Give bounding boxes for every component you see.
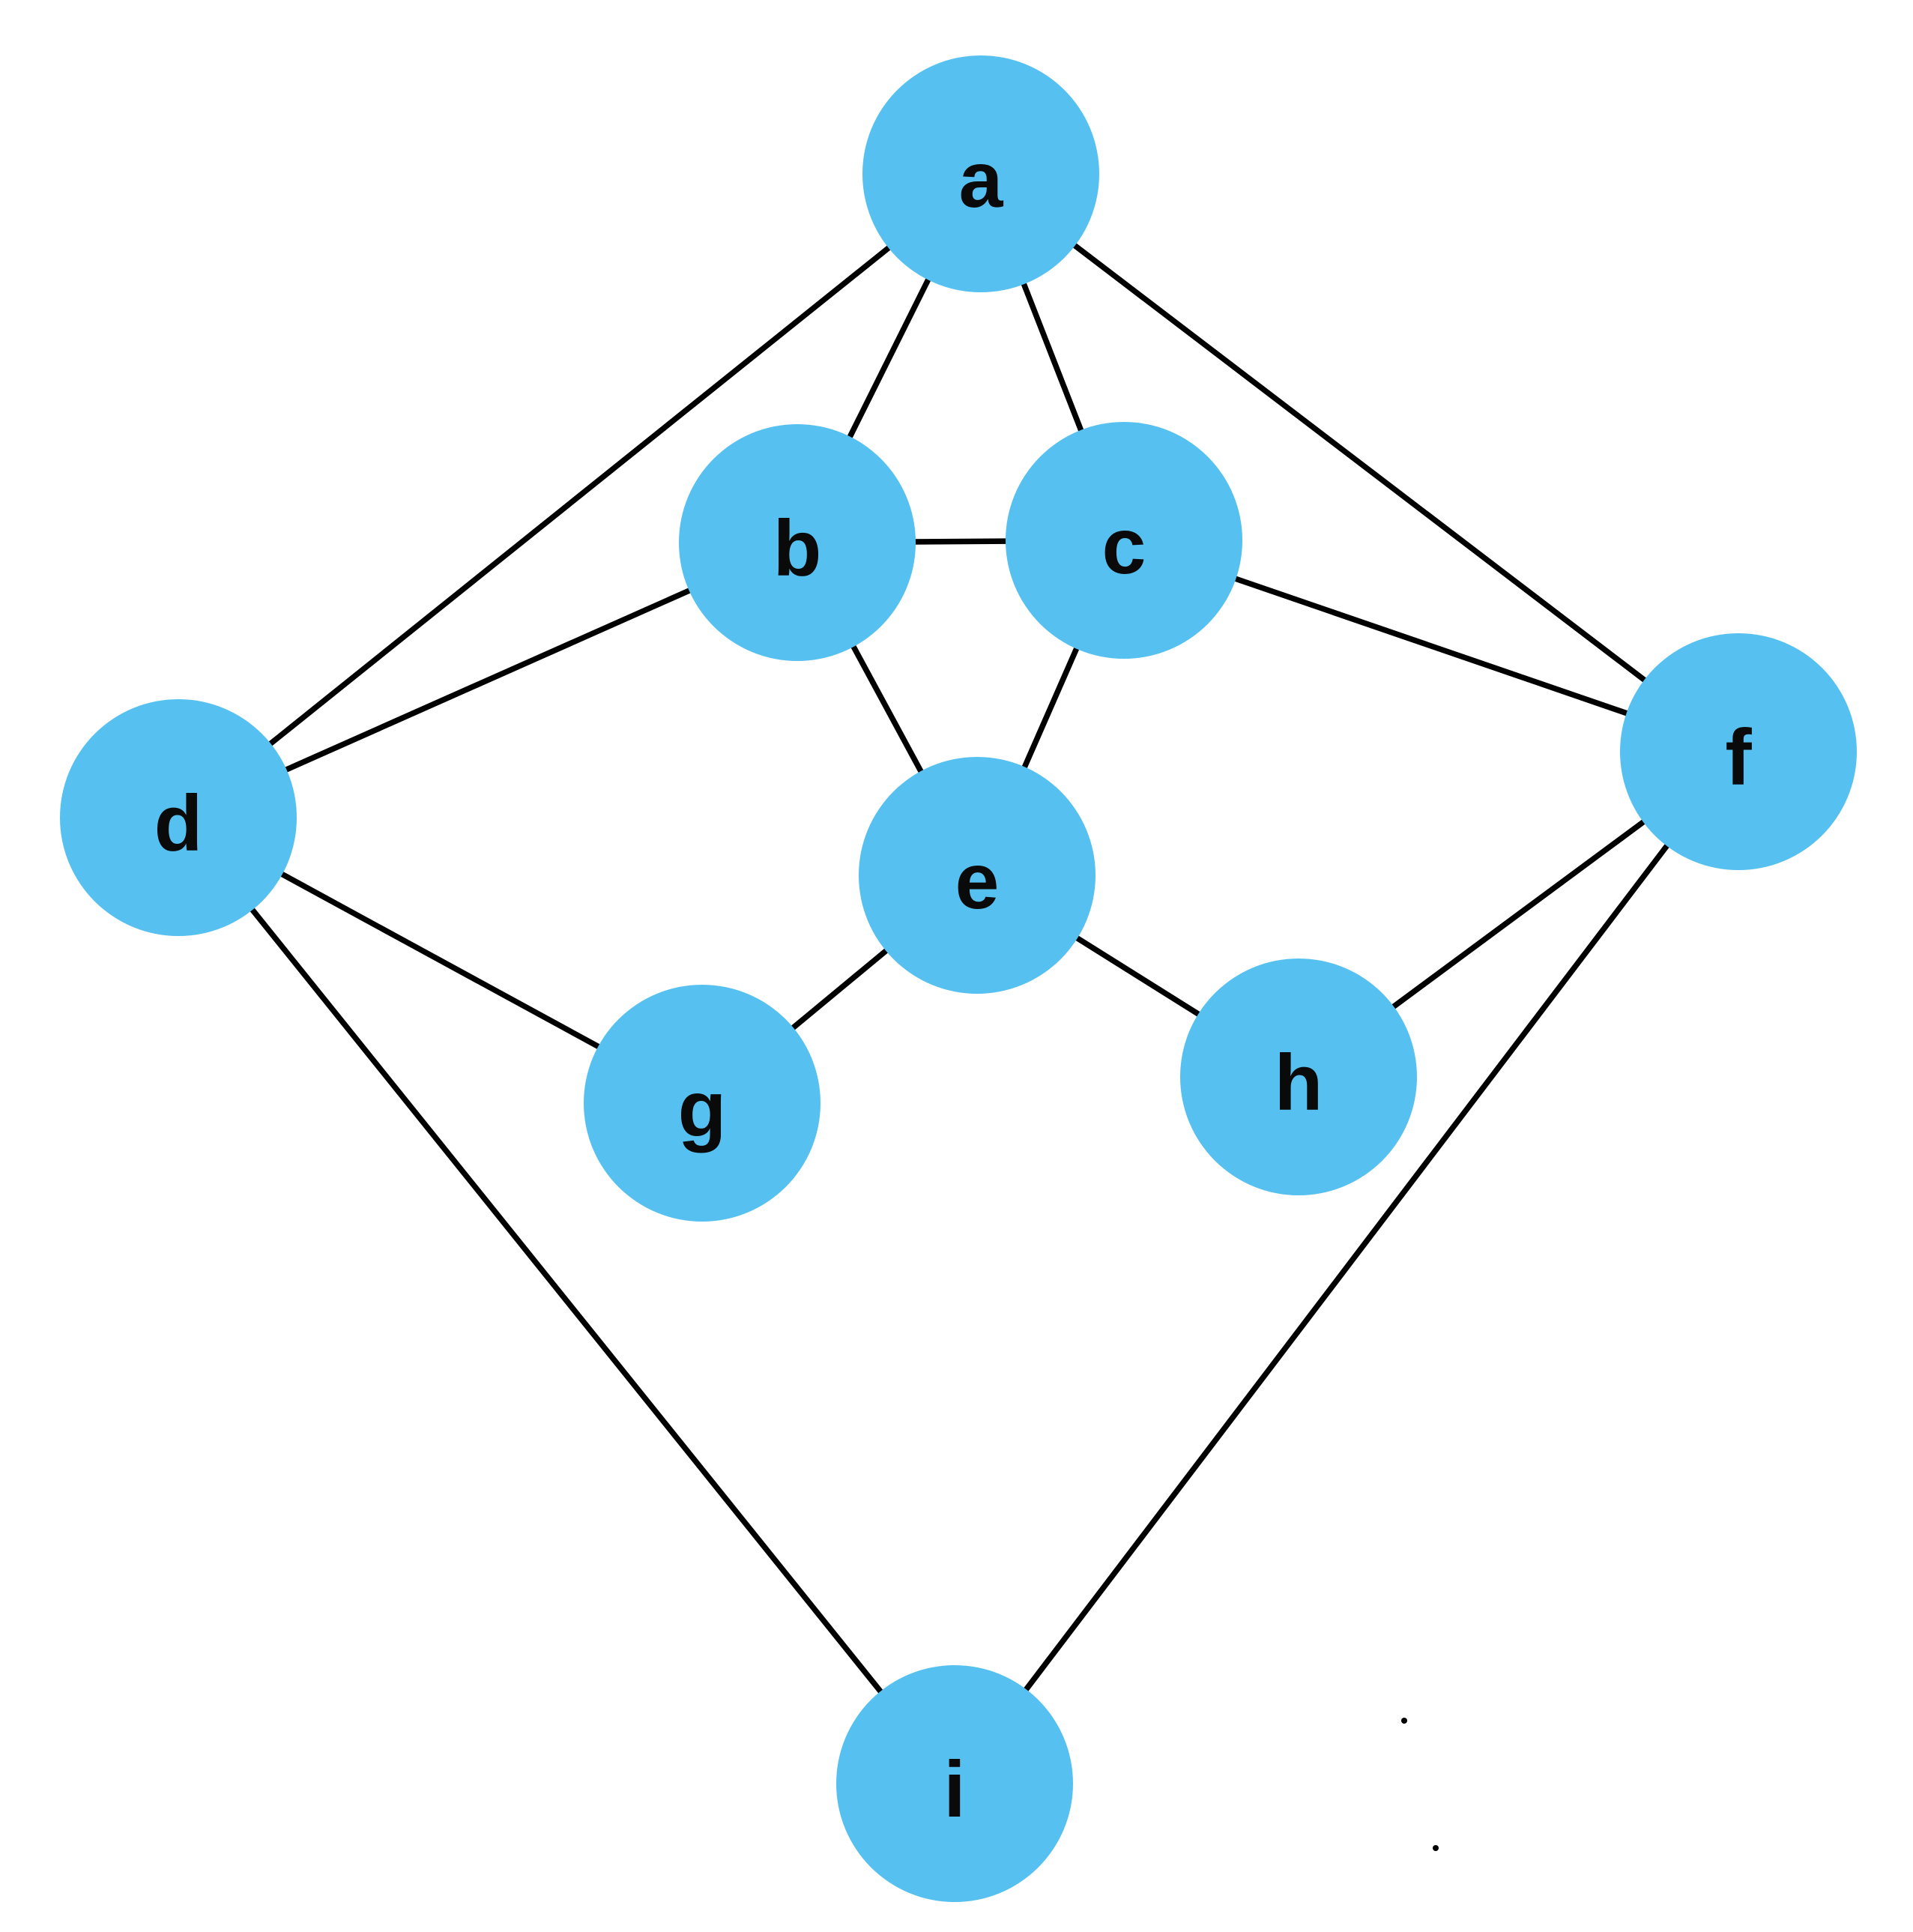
node-a: a	[862, 55, 1099, 292]
node-circle-e	[859, 757, 1095, 994]
node-circle-i	[836, 1665, 1073, 1902]
node-i: i	[836, 1665, 1073, 1902]
node-circle-h	[1180, 959, 1417, 1195]
node-circle-b	[679, 424, 916, 661]
node-circle-d	[60, 699, 297, 936]
node-c: c	[1006, 422, 1242, 659]
node-b: b	[679, 424, 916, 661]
stray-dot	[1401, 1718, 1407, 1724]
edge-d-i	[175, 815, 958, 1787]
node-g: g	[584, 985, 820, 1222]
node-circle-a	[862, 55, 1099, 292]
node-f: f	[1620, 633, 1857, 870]
edge-f-i	[952, 749, 1741, 1787]
node-circle-c	[1006, 422, 1242, 659]
node-circle-f	[1620, 633, 1857, 870]
edge-a-d	[175, 171, 984, 821]
edge-a-f	[978, 171, 1741, 755]
stray-dot	[1433, 1845, 1439, 1851]
node-d: d	[60, 699, 297, 936]
node-h: h	[1180, 959, 1417, 1195]
node-circle-g	[584, 985, 820, 1222]
node-e: e	[859, 757, 1095, 994]
